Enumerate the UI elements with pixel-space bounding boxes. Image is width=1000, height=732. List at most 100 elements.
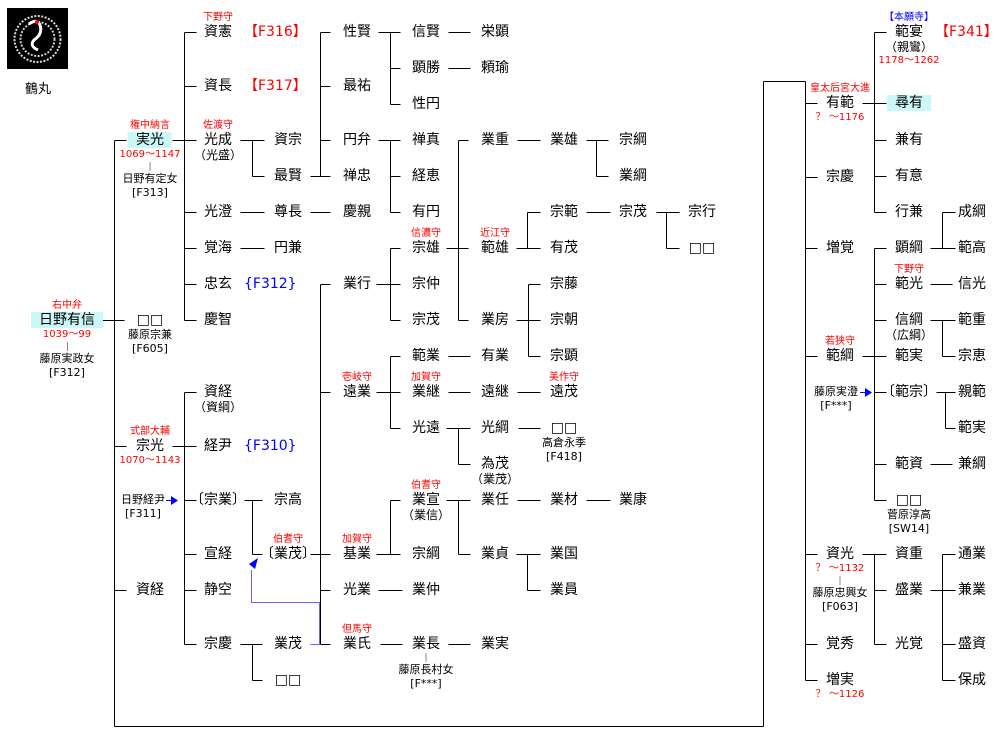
person-name[interactable]: 忠玄{F312} <box>202 276 297 292</box>
person-name[interactable]: 範綱若狭守 <box>824 336 856 364</box>
spouse-reference-link[interactable]: [F312] <box>49 366 85 379</box>
person-name[interactable]: 静空 <box>202 582 234 598</box>
family-reference-link[interactable]: {F312} <box>244 276 297 292</box>
person-name[interactable]: 基業加賀守 <box>341 534 373 562</box>
adoption-source-reference-link[interactable]: [F311] <box>125 507 161 520</box>
person-name[interactable]: 業氏但馬守 <box>341 624 373 652</box>
person-name[interactable]: 慶智 <box>202 312 234 328</box>
person-name[interactable]: 兼綱 <box>956 456 988 472</box>
person-name[interactable]: 光澄 <box>202 204 234 220</box>
person-name[interactable]: 最賢 <box>272 168 304 184</box>
person-name[interactable]: 業仲 <box>410 582 442 598</box>
person-name[interactable]: □□ <box>894 492 924 508</box>
person-name[interactable]: 遠業壱岐守 <box>341 372 373 400</box>
person-name[interactable]: 資重 <box>893 546 925 562</box>
person-name[interactable]: 業重 <box>479 132 511 148</box>
person-name[interactable]: 兼有 <box>893 132 925 148</box>
person-name[interactable]: 兼業 <box>956 582 988 598</box>
person-name[interactable]: 宗高 <box>272 492 304 508</box>
person-name[interactable]: 業実 <box>479 636 511 652</box>
person-name[interactable]: 宗仲 <box>410 276 442 292</box>
person-name[interactable]: 業茂 <box>272 636 304 652</box>
family-reference-link[interactable]: 【F316】 <box>244 24 307 40</box>
person-name[interactable]: 円弁 <box>341 132 373 148</box>
person-name[interactable]: 〔範宗〕 <box>879 384 939 400</box>
person-name[interactable]: 業長 <box>410 636 442 652</box>
person-name[interactable]: 有業 <box>479 348 511 364</box>
person-name[interactable]: 業材 <box>548 492 580 508</box>
person-name[interactable]: 業国 <box>548 546 580 562</box>
person-name[interactable]: □□ <box>549 420 579 436</box>
person-name[interactable]: 範業 <box>410 348 442 364</box>
person-name[interactable]: 〔業茂〕伯耆守 <box>258 534 318 562</box>
person-name[interactable]: 有範皇太后宮大進 <box>810 83 870 111</box>
person-name[interactable]: 資長【F317】 <box>202 78 307 94</box>
person-name[interactable]: 宗藤 <box>548 276 580 292</box>
person-name[interactable]: 業房 <box>479 312 511 328</box>
person-name[interactable]: 宣経 <box>202 546 234 562</box>
person-name[interactable]: 業雄 <box>548 132 580 148</box>
person-name[interactable]: 宗範 <box>548 204 580 220</box>
adoption-source-reference-link[interactable]: [F***] <box>820 399 852 412</box>
person-name[interactable]: 範光下野守 <box>893 264 925 292</box>
person-name[interactable]: 栄顕 <box>479 24 511 40</box>
person-name[interactable]: 盛業 <box>893 582 925 598</box>
person-name[interactable]: 業継加賀守 <box>410 372 442 400</box>
person-name[interactable]: 宗慶 <box>824 169 856 185</box>
person-name[interactable]: 資憲下野守【F316】 <box>202 12 307 40</box>
person-name[interactable]: 盛資 <box>956 636 988 652</box>
person-name[interactable]: 範雄近江守 <box>479 228 511 256</box>
person-name[interactable]: 顕綱 <box>893 240 925 256</box>
spouse-reference-link[interactable]: [F418] <box>546 450 582 463</box>
family-reference-link[interactable]: 【F341】 <box>935 24 998 40</box>
person-name[interactable]: 業綱 <box>617 168 649 184</box>
spouse-reference-link[interactable]: [F313] <box>132 186 168 199</box>
person-name[interactable]: 業康 <box>617 492 649 508</box>
person-name[interactable]: 有円 <box>410 204 442 220</box>
person-name[interactable]: 範資 <box>893 456 925 472</box>
person-name[interactable]: 頼瑜 <box>479 60 511 76</box>
person-name[interactable]: 最祐 <box>341 78 373 94</box>
person-name[interactable]: 増覚 <box>824 240 856 256</box>
person-name[interactable]: 光成佐渡守 <box>202 120 234 148</box>
person-name[interactable]: 業任 <box>479 492 511 508</box>
person-name[interactable]: 通業 <box>956 546 988 562</box>
person-name[interactable]: 遠継 <box>479 384 511 400</box>
person-name[interactable]: 経尹{F310} <box>202 438 297 454</box>
person-name[interactable]: 業宣伯耆守 <box>410 480 442 508</box>
person-name[interactable]: 宗綱 <box>410 546 442 562</box>
spouse-reference-link[interactable]: [F063] <box>822 600 858 613</box>
person-name[interactable]: 成綱 <box>956 204 988 220</box>
person-name[interactable]: 尊長 <box>272 204 304 220</box>
person-name[interactable]: 〔宗業〕 <box>188 492 248 508</box>
person-name[interactable]: 性円 <box>410 96 442 112</box>
person-name[interactable]: 慶親 <box>341 204 373 220</box>
person-name[interactable]: 光覚 <box>893 636 925 652</box>
person-name[interactable]: 行兼 <box>893 204 925 220</box>
person-name[interactable]: 宗行 <box>686 204 718 220</box>
person-name[interactable]: 資経 <box>134 582 166 598</box>
person-name[interactable]: 宗朝 <box>548 312 580 328</box>
family-reference-link[interactable]: {F310} <box>244 438 297 454</box>
person-name[interactable]: 信光 <box>956 276 988 292</box>
spouse-reference-link[interactable]: [F605] <box>132 342 168 355</box>
person-name[interactable]: 増実 <box>824 672 856 688</box>
person-name[interactable]: 性賢 <box>341 24 373 40</box>
person-name[interactable]: □□ <box>273 672 303 688</box>
person-name[interactable]: 業行 <box>341 276 373 292</box>
person-name[interactable]: 尋有 <box>887 95 931 111</box>
person-name[interactable]: 光綱 <box>479 420 511 436</box>
person-name[interactable]: 業員 <box>548 582 580 598</box>
person-name[interactable]: 信賢 <box>410 24 442 40</box>
person-name[interactable]: 親範 <box>956 384 988 400</box>
person-name[interactable]: 保成 <box>956 672 988 688</box>
person-name[interactable]: 禅忠 <box>341 168 373 184</box>
person-name[interactable]: 為茂 <box>479 456 511 472</box>
person-name[interactable]: 覚秀 <box>824 636 856 652</box>
person-name[interactable]: 禅真 <box>410 132 442 148</box>
person-name[interactable]: 範実 <box>893 348 925 364</box>
person-name[interactable]: 日野有信右中弁 <box>31 300 103 328</box>
person-name[interactable]: 宗顕 <box>548 348 580 364</box>
person-name[interactable]: 宗茂 <box>410 312 442 328</box>
person-name[interactable]: 宗恵 <box>956 348 988 364</box>
